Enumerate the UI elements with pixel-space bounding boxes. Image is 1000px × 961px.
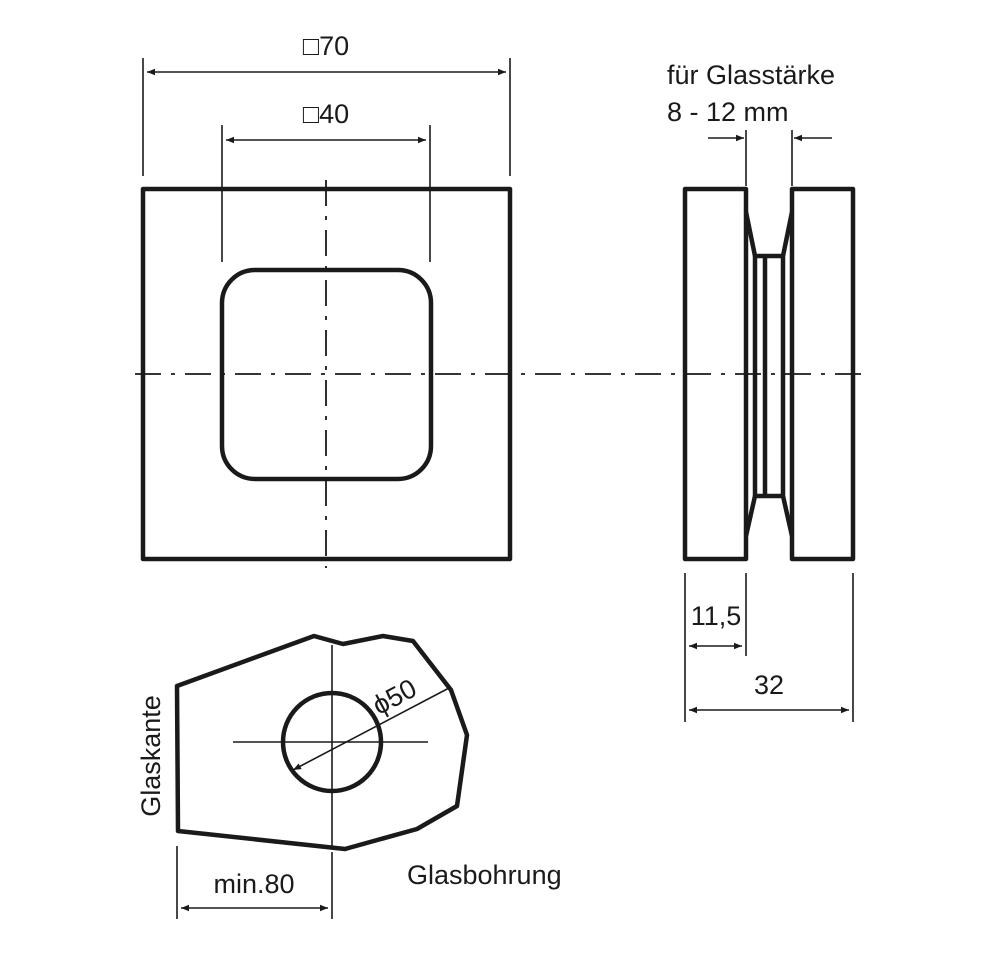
- glass-edge-label: Glaskante: [136, 695, 166, 817]
- total-depth-label: 32: [754, 670, 784, 700]
- dimension-min-distance: min.80: [176, 846, 333, 919]
- glass-hole-label: Glasbohrung: [407, 860, 562, 890]
- min-distance-label: min.80: [213, 869, 294, 899]
- left-plate: [682, 186, 749, 562]
- inner-square-label: □40: [303, 99, 349, 129]
- hole-diameter-label: ϕ50: [367, 673, 421, 721]
- dimension-outer-square: □70: [142, 31, 511, 176]
- dimension-total-depth: 32: [689, 573, 854, 722]
- dimension-inner-square: □40: [221, 99, 431, 262]
- plate-thickness-label: 11,5: [691, 601, 742, 631]
- glass-hole-detail: ϕ50: [174, 633, 470, 852]
- outer-square-label: □70: [303, 31, 349, 61]
- glass-thickness-label-line2: 8 - 12 mm: [667, 97, 789, 127]
- dimension-glass-thickness: für Glasstärke 8 - 12 mm: [667, 60, 835, 186]
- glass-thickness-label-line1: für Glasstärke: [667, 60, 835, 90]
- side-view: [682, 186, 856, 562]
- glass-pane-outline: [174, 633, 470, 852]
- dimension-plate-thickness: 11,5: [684, 573, 747, 722]
- right-plate: [789, 186, 856, 562]
- glass-spacer: [752, 253, 786, 499]
